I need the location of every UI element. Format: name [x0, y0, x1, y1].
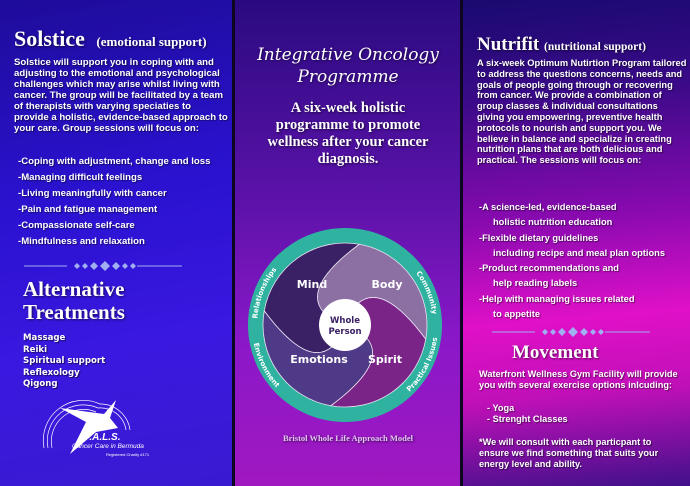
- list-item: -Managing difficult feelings: [18, 172, 143, 183]
- diamond-divider: [492, 327, 650, 337]
- diamond-divider: [24, 261, 182, 271]
- list-item: -Help with managing issues related: [479, 293, 635, 304]
- swallow-logo-icon: [42, 400, 131, 454]
- programme-title-line: Programme: [297, 67, 399, 87]
- movement-note: *We will consult with each particpant to…: [479, 437, 659, 469]
- segment-label: Emotions: [290, 353, 348, 366]
- nutrifit-panel: [463, 0, 690, 486]
- nutrifit-focus-list: -A science-led, evidence-based holistic n…: [479, 200, 689, 322]
- nutrifit-title-text: Nutrifit: [477, 34, 540, 55]
- list-item: Qigong: [23, 379, 58, 389]
- solstice-subtitle: (emotional support): [96, 34, 207, 49]
- divider: [232, 0, 235, 486]
- alternative-title-line: Alternative: [23, 277, 125, 301]
- list-item: - Yoga: [487, 403, 515, 413]
- alternative-title-line: Treatments: [23, 300, 125, 324]
- logo-tagline: Cancer Care in Bermuda: [72, 443, 144, 450]
- model-caption: Bristol Whole Life Approach Model: [282, 433, 414, 443]
- list-item: -Flexible dietary guidelines: [479, 232, 599, 243]
- solstice-title-text: Solstice: [14, 26, 85, 51]
- list-item: Reflexology: [23, 367, 80, 378]
- list-item: - Strenght Classes: [487, 414, 568, 424]
- list-item: -Mindfulness and relaxation: [18, 236, 145, 247]
- segment-label: Mind: [297, 278, 327, 291]
- list-item: -Living meaningfully with cancer: [18, 188, 167, 199]
- programme-tagline: A six-week holistic programme to promote…: [267, 100, 429, 167]
- logo-name: P.A.L.S.: [84, 432, 121, 443]
- whole-person-core: [319, 299, 371, 351]
- list-item: to appetite: [493, 309, 541, 320]
- movement-description: Waterfront Wellness Gym Facility will pr…: [479, 369, 678, 390]
- solstice-focus-list: -Coping with adjustment, change and loss…: [18, 154, 233, 250]
- programme-title-line: Integrative Oncology: [257, 45, 439, 65]
- list-item: -Pain and fatigue management: [18, 204, 158, 215]
- divider: [460, 0, 463, 486]
- logo-registration: Registered Charity #171: [106, 452, 150, 457]
- solstice-title: Solstice (emotional support): [14, 26, 207, 52]
- list-item: Reiki: [23, 344, 48, 355]
- segment-label: Body: [372, 278, 403, 291]
- list-item: including recipe and meal plan options: [493, 247, 666, 258]
- list-item: Spiritual support: [23, 356, 106, 366]
- movement-title: Movement: [512, 342, 599, 363]
- movement-options: - Yoga- Strenght Classes: [487, 403, 568, 425]
- list-item: holistic nutrition education: [493, 217, 613, 228]
- list-item: -Coping with adjustment, change and loss: [18, 156, 211, 167]
- list-item: -Product recommendations and: [479, 263, 619, 274]
- nutrifit-title: Nutrifit (nutritional support): [477, 34, 646, 56]
- list-item: -A science-led, evidence-based: [479, 202, 617, 212]
- solstice-description: Solstice will support you in coping with…: [14, 57, 228, 134]
- list-item: -Compassionate self-care: [18, 220, 135, 231]
- segment-label: Spirit: [368, 353, 402, 366]
- list-item: Massage: [23, 333, 66, 343]
- solstice-panel: [0, 0, 233, 486]
- nutrifit-subtitle: (nutritional support): [544, 41, 646, 53]
- pals-logo: P.A.L.S. Cancer Care in Bermuda Register…: [40, 398, 160, 460]
- list-item: help reading labels: [493, 278, 578, 289]
- nutrifit-description: A six-week Optimum Nutirtion Program tai…: [477, 58, 687, 166]
- core-label: Person: [328, 327, 361, 337]
- core-label: Whole: [330, 316, 360, 326]
